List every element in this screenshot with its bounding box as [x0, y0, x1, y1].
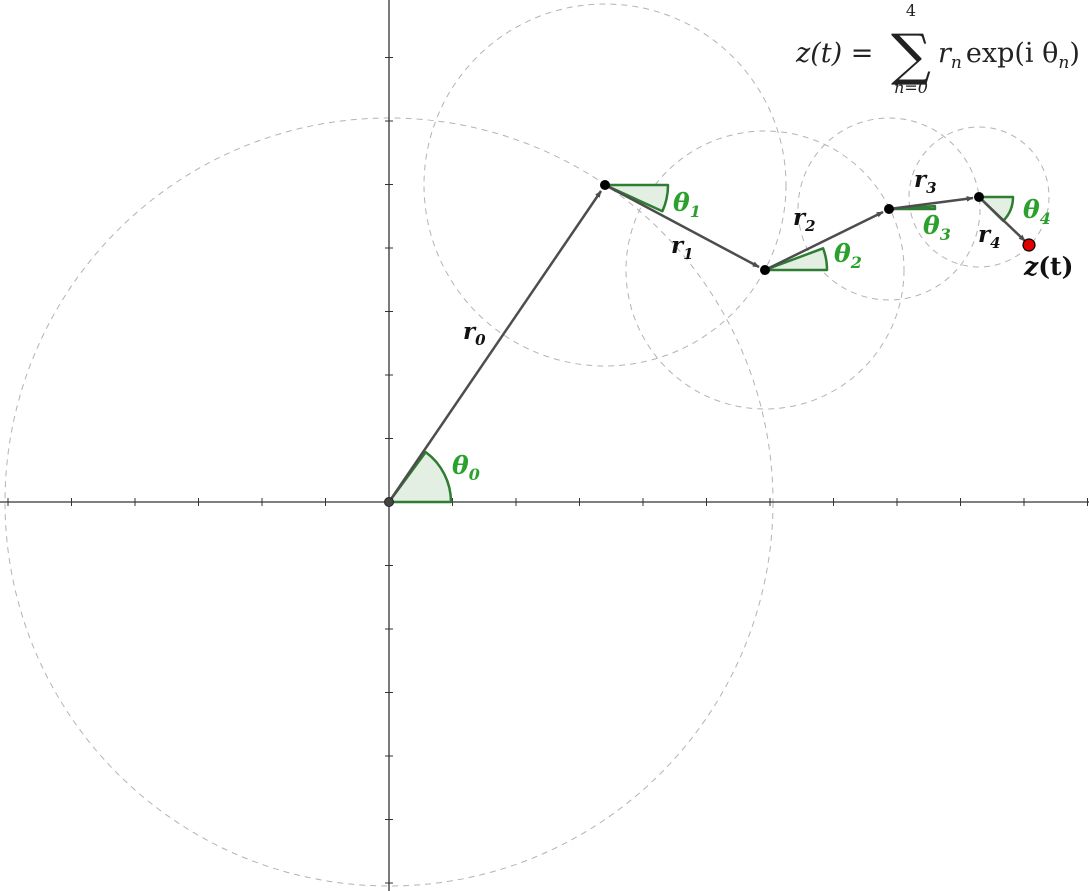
joint-point-4: [974, 192, 984, 202]
epicycle-circle-1: [423, 3, 787, 367]
epicycle-circle-3: [797, 117, 981, 301]
label-r0: r0: [463, 318, 486, 349]
angle-wedges: [387, 183, 1015, 504]
label-z-of-t: z(t): [1023, 252, 1073, 281]
label-theta3: θ3: [923, 211, 951, 244]
vector-r3: [888, 196, 974, 211]
angle-wedge-0: [387, 450, 453, 504]
label-theta2: θ2: [834, 239, 862, 272]
formula-sum-symbol: ∑: [891, 23, 931, 88]
circles-layer: [4, 3, 1050, 887]
epicycle-circle-4: [908, 126, 1050, 268]
formula-upper-limit: 4: [906, 1, 916, 20]
joint-point-3: [884, 204, 894, 214]
vector-labels: r0 r1 r2 r3 r4: [463, 166, 1001, 349]
label-theta1: θ1: [673, 188, 701, 221]
end-point-z: [1022, 238, 1036, 252]
joint-points: [384, 180, 1036, 507]
label-r4: r4: [978, 221, 1001, 252]
label-theta0: θ0: [452, 451, 480, 484]
angle-wedge-2: [763, 247, 829, 272]
label-r2: r2: [793, 204, 816, 235]
formula-lhs: z(t) =: [795, 38, 873, 69]
label-theta4: θ4: [1023, 195, 1051, 228]
joint-point-1: [600, 180, 610, 190]
origin-point: [384, 497, 394, 507]
vector-r0: [387, 190, 603, 503]
vector-r2: [764, 210, 884, 272]
epicycle-circle-2: [625, 130, 905, 410]
vector-r1: [604, 183, 760, 269]
label-r1: r1: [671, 232, 694, 263]
angle-labels: θ0 θ1 θ2 θ3 θ4: [452, 188, 1051, 484]
formula-lower-limit: n=0: [894, 78, 928, 97]
vectors: [387, 183, 1026, 503]
label-r3: r3: [914, 166, 937, 197]
vector-r4: [978, 196, 1026, 242]
axis-ticks: [7, 57, 1088, 884]
joint-point-2: [760, 265, 770, 275]
angle-wedge-1: [603, 183, 670, 213]
